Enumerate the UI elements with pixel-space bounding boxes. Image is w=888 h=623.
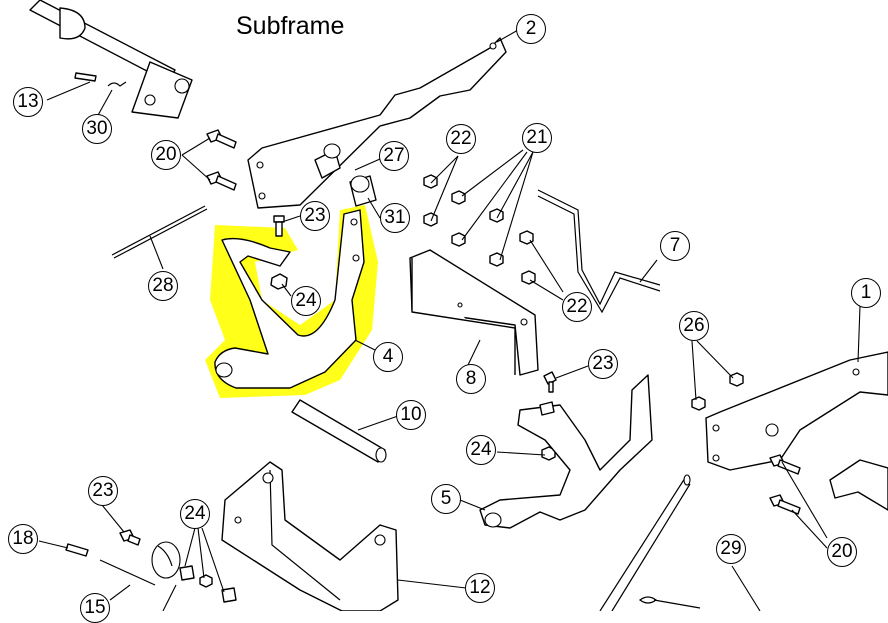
callout-24-mid: 24 [466, 435, 496, 465]
bolt-part-23-top [273, 215, 285, 237]
clip-part-29-pin [638, 596, 701, 609]
callout-22-top: 22 [446, 124, 476, 154]
callout-15: 15 [80, 593, 110, 623]
callout-2: 2 [516, 14, 546, 44]
callout-20-left: 20 [151, 140, 181, 170]
highlighted-part-4 [205, 205, 378, 398]
callout-28: 28 [148, 271, 178, 301]
callout-23-top: 23 [300, 201, 330, 231]
bolt-part-20-bottom [206, 171, 237, 191]
bushing-part-31 [349, 175, 377, 207]
callout-26: 26 [679, 311, 709, 341]
nuts-part-21-22 [423, 174, 536, 285]
callout-7: 7 [660, 231, 690, 261]
callout-30: 30 [82, 114, 112, 144]
callout-23-bottom: 23 [88, 476, 118, 506]
frame-part-5 [479, 374, 653, 529]
rod-part-28 [111, 205, 208, 259]
callout-23-mid: 23 [588, 349, 618, 379]
channel-part-8 [409, 249, 539, 376]
callout-31: 31 [380, 203, 410, 233]
tube-part-10 [291, 399, 387, 463]
pin-part-13 [74, 72, 97, 82]
callout-27: 27 [379, 141, 409, 171]
callout-13: 13 [13, 87, 43, 117]
bracket-right-edge [829, 459, 888, 511]
top-shaft [29, 0, 193, 119]
clip-part-30 [107, 81, 127, 87]
plate-part-1 [705, 351, 888, 471]
rod-part-29 [599, 474, 691, 612]
spring-part-15 [99, 541, 181, 586]
nuts-part-26 [691, 372, 744, 411]
bolts-part-20-right [769, 454, 801, 515]
callout-5: 5 [431, 484, 461, 514]
callout-24-bottom: 24 [180, 499, 210, 529]
box-part-12 [221, 461, 399, 612]
callout-18: 18 [8, 524, 38, 554]
callout-20-right: 20 [827, 537, 857, 567]
pin-part-18 [65, 543, 89, 557]
bolt-part-20-top [206, 129, 237, 149]
callout-8: 8 [456, 364, 486, 394]
callout-29: 29 [716, 534, 746, 564]
callout-4: 4 [373, 342, 403, 372]
callout-1: 1 [851, 278, 881, 308]
arm-part-2 [247, 37, 507, 209]
rod-part-7 [537, 189, 661, 314]
callout-10: 10 [396, 400, 426, 430]
diagram-title: Subframe [236, 12, 345, 40]
callout-22-bottom: 22 [562, 292, 592, 322]
nut-part-24-mid [541, 446, 556, 461]
callout-12: 12 [465, 573, 495, 603]
callout-21: 21 [522, 123, 552, 153]
callout-24-top: 24 [291, 286, 321, 316]
bolt-part-23-bottom [119, 529, 141, 546]
clips-part-24-bottom [179, 565, 237, 603]
leader-lines [38, 29, 861, 612]
bolt-part-23-mid [543, 371, 557, 393]
